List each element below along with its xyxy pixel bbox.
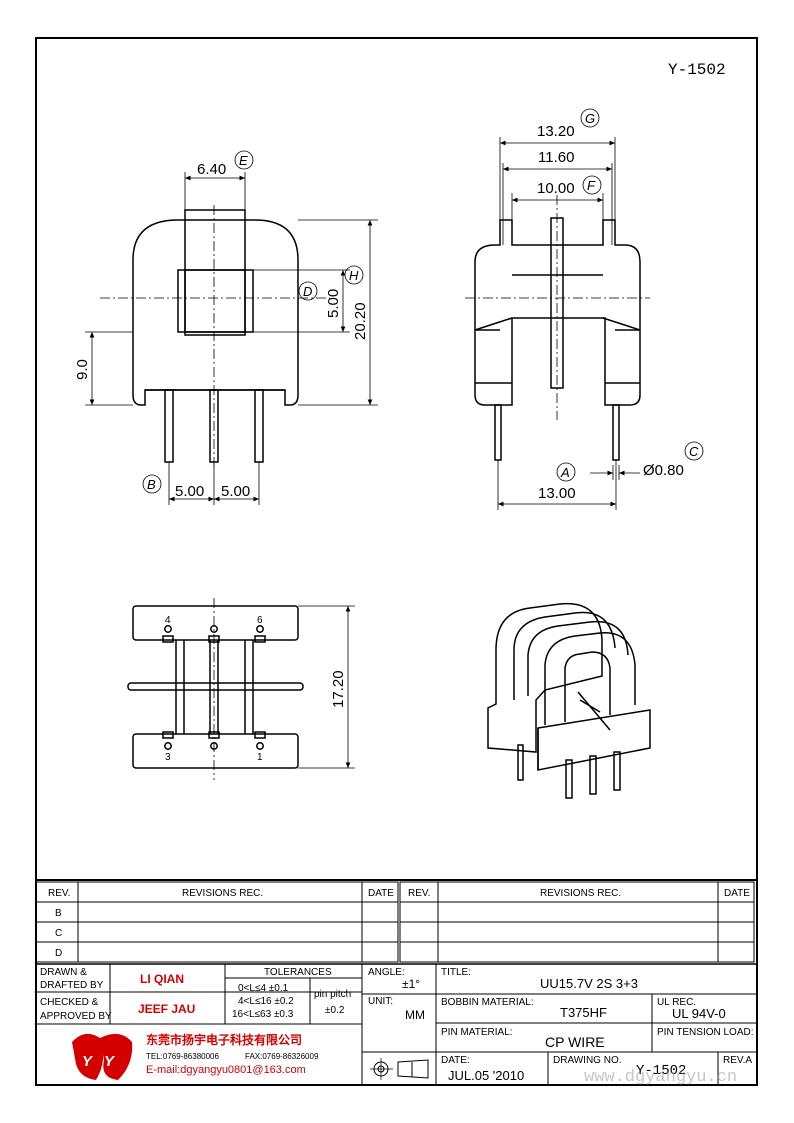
pin-tension-label: PIN TENSION LOAD: xyxy=(657,1027,754,1038)
date-header-left: DATE xyxy=(368,888,394,899)
rev-row-d: D xyxy=(55,948,62,959)
unit-label: UNIT: xyxy=(368,996,393,1007)
bobbin-value: T375HF xyxy=(560,1005,607,1020)
pin-label-6: 6 xyxy=(257,615,263,626)
tol-row-2: 4<L≤16 ±0.2 xyxy=(238,996,294,1007)
svg-text:Y: Y xyxy=(104,1053,116,1070)
dim-window-height: 5.00 xyxy=(325,289,342,318)
pin-pitch-value: ±0.2 xyxy=(325,1005,345,1016)
dim-inner-width: 10.00 xyxy=(537,180,575,197)
company-fax: FAX:0769-86326009 xyxy=(245,1052,319,1061)
rev-header-left: REV. xyxy=(48,888,70,899)
title-value: UU15.7V 2S 3+3 xyxy=(540,976,638,991)
title-block-lines xyxy=(35,879,757,1085)
pin-pitch-label: pin pitch xyxy=(314,989,351,1000)
rev-row-c: C xyxy=(55,928,62,939)
tol-row-3: 16<L≤63 ±0.3 xyxy=(232,1009,294,1020)
bottom-view xyxy=(127,605,304,769)
dim-pin-dia: Ø0.80 xyxy=(643,462,684,479)
front-view-centerlines xyxy=(100,205,330,470)
checked-name: JEEF JAU xyxy=(138,1002,195,1016)
title-label: TITLE: xyxy=(441,967,471,978)
tol-row-1: 0<L≤4 ±0.1 xyxy=(238,983,289,994)
ref-c: C xyxy=(689,444,699,459)
rev-header-right: REV. xyxy=(408,888,430,899)
isometric-view xyxy=(487,602,651,799)
dim-total-height: 20.20 xyxy=(352,302,369,340)
checked-label-2: APPROVED BY xyxy=(40,1011,112,1022)
drawn-label-2: DRAFTED BY xyxy=(40,980,104,991)
company-logo: Y Y xyxy=(72,1033,133,1080)
side-view-dimensions xyxy=(497,108,704,510)
revisions-header-right: REVISIONS REC. xyxy=(540,888,621,899)
drawn-label-1: DRAWN & xyxy=(40,967,87,978)
bottom-view-dimensions xyxy=(298,605,355,769)
date-value: JUL.05 '2010 xyxy=(448,1068,524,1083)
ref-f: F xyxy=(587,178,596,193)
revisions-header-left: REVISIONS REC. xyxy=(182,888,263,899)
ref-e: E xyxy=(239,153,248,168)
dim-pin-span: 13.00 xyxy=(538,485,576,502)
rev-a-label: REV.A xyxy=(723,1055,752,1066)
front-view-dimensions xyxy=(85,150,378,505)
front-view-dim-text: 6.40 E D H 5.00 20.20 9.0 B 5.00 5.00 xyxy=(74,153,369,500)
ul-value: UL 94V-0 xyxy=(672,1006,726,1021)
sheet-border xyxy=(35,37,758,1086)
side-view xyxy=(474,217,641,461)
drawing-no-label: DRAWING NO. xyxy=(553,1055,622,1066)
checked-label-1: CHECKED & xyxy=(40,997,99,1008)
company-email: E-mail:dgyangyu0801@163.com xyxy=(146,1064,306,1076)
ref-b: B xyxy=(147,477,156,492)
company-tel: TEL:0769-86380006 xyxy=(146,1052,220,1061)
pin-label-4: 4 xyxy=(165,615,171,626)
date-label: DATE: xyxy=(441,1055,470,1066)
company-info: 东莞市扬宇电子科技有限公司 TEL:0769-86380006 FAX:0769… xyxy=(146,1032,319,1076)
bobbin-label: BOBBIN MATERIAL: xyxy=(441,997,534,1008)
rev-row-b: B xyxy=(55,908,62,919)
ref-a: A xyxy=(560,465,570,480)
dim-outer-width: 13.20 xyxy=(537,123,575,140)
ul-label: UL REC. xyxy=(657,997,696,1008)
dim-top-width: 6.40 xyxy=(197,161,226,178)
ref-h: H xyxy=(349,268,359,283)
side-view-centerlines xyxy=(465,195,650,420)
dim-bottom-length: 17.20 xyxy=(330,670,347,708)
dim-mid-width: 11.60 xyxy=(538,149,574,166)
title-block-text: REV. REVISIONS REC. DATE B C D REV. REVI… xyxy=(40,888,754,1087)
side-view-dim-text: 13.20 G 11.60 10.00 F A 13.00 Ø0.80 C xyxy=(537,111,699,502)
ref-g: G xyxy=(585,111,595,126)
pin-material-label: PIN MATERIAL: xyxy=(441,1027,513,1038)
svg-text:Y: Y xyxy=(82,1053,94,1070)
angle-value: ±1° xyxy=(402,977,420,991)
front-view xyxy=(132,209,299,463)
angle-label: ANGLE: xyxy=(368,967,405,978)
dim-pitch-left: 5.00 xyxy=(175,483,204,500)
pin-material-value: CP WIRE xyxy=(545,1034,605,1050)
bottom-view-text: 4 6 3 1 xyxy=(165,615,263,763)
watermark: www.dgyangyu.cn xyxy=(584,1068,737,1087)
company-name: 东莞市扬宇电子科技有限公司 xyxy=(146,1032,302,1047)
drawing-id: Y-1502 xyxy=(668,61,726,79)
date-header-right: DATE xyxy=(724,888,750,899)
unit-value: MM xyxy=(405,1008,425,1022)
pin-label-1: 1 xyxy=(257,752,263,763)
pin-label-3: 3 xyxy=(165,752,171,763)
drawing-no-value: Y-1502 xyxy=(636,1063,686,1079)
drawn-name: LI QIAN xyxy=(140,972,184,986)
ref-d: D xyxy=(303,284,312,299)
dim-pitch-right: 5.00 xyxy=(221,483,250,500)
tolerances-header: TOLERANCES xyxy=(264,967,332,978)
dim-base-height: 9.0 xyxy=(74,359,91,380)
